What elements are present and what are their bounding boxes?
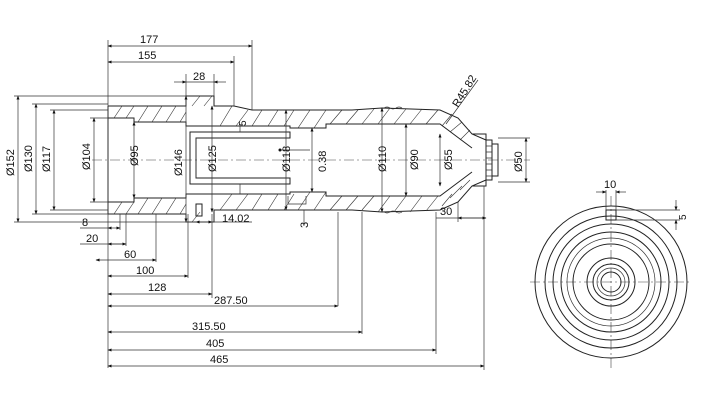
dia-50: Ø50 (513, 151, 525, 172)
outer-ribs (383, 106, 403, 214)
dim-60: 60 (124, 249, 136, 261)
dim-20: 20 (86, 233, 98, 245)
dia-130: Ø130 (23, 145, 35, 172)
ring-5 (566, 237, 656, 327)
dia-110: Ø110 (377, 146, 389, 172)
ring-9 (596, 267, 626, 297)
centre-mark (278, 148, 282, 152)
outer-contour (107, 95, 487, 223)
dia-152: Ø152 (5, 149, 17, 176)
horizontal-dim-lines (80, 40, 487, 370)
key-slot (605, 209, 617, 221)
end-dim-10: 10 (604, 179, 616, 191)
diameter-dim-lines (14, 95, 530, 223)
dia-117: Ø117 (41, 146, 53, 172)
ring-6 (572, 243, 650, 321)
dim-3: 3 (299, 222, 311, 228)
dim-100: 100 (136, 265, 154, 277)
bottom-slot (195, 203, 203, 217)
dim-14-02: 14.02 (222, 213, 250, 225)
end-dim-5: 5 (678, 214, 689, 220)
dia-104: Ø104 (81, 143, 93, 170)
dim-465: 465 (210, 354, 228, 366)
side-section-view: 177 155 28 8 20 60 100 128 287.50 315.50… (5, 34, 530, 370)
dim-315-50: 315.50 (192, 321, 226, 333)
slot-mark: 5 (238, 120, 249, 126)
dia-95: Ø95 (129, 145, 141, 166)
end-view: 10 5 (530, 179, 692, 370)
inner-insert-lines (195, 126, 241, 194)
section-hatching (113, 95, 471, 223)
dim-177: 177 (140, 34, 158, 46)
dia-118: Ø118 (281, 146, 293, 172)
nose-thread (486, 145, 492, 177)
radius-label: R45.82 (450, 73, 479, 109)
clearance-038: 0.38 (317, 151, 329, 172)
ring-outer (534, 205, 688, 359)
ring-10 (600, 271, 622, 293)
dim-28: 28 (193, 71, 205, 83)
ring-8 (592, 263, 630, 301)
dia-90: Ø90 (409, 149, 421, 170)
dim-155: 155 (138, 50, 156, 62)
bottom-bolt (287, 196, 307, 205)
dim-405: 405 (206, 338, 224, 350)
dia-55: Ø55 (443, 149, 455, 170)
nose-connector (472, 133, 499, 187)
dia-125: Ø125 (207, 145, 219, 172)
inner-bore-contour (108, 117, 473, 203)
dimension-labels: 177 155 28 8 20 60 100 128 287.50 315.50… (5, 34, 525, 366)
dim-287-50: 287.50 (214, 295, 248, 307)
dim-8: 8 (82, 217, 88, 229)
ring-3 (552, 223, 670, 341)
ring-2 (544, 215, 678, 349)
inner-insert (189, 131, 291, 185)
ring-7 (586, 257, 636, 307)
dim-30: 30 (440, 206, 452, 218)
dia-146: Ø146 (173, 149, 185, 176)
ring-4 (560, 231, 662, 333)
dim-128: 128 (148, 282, 166, 294)
